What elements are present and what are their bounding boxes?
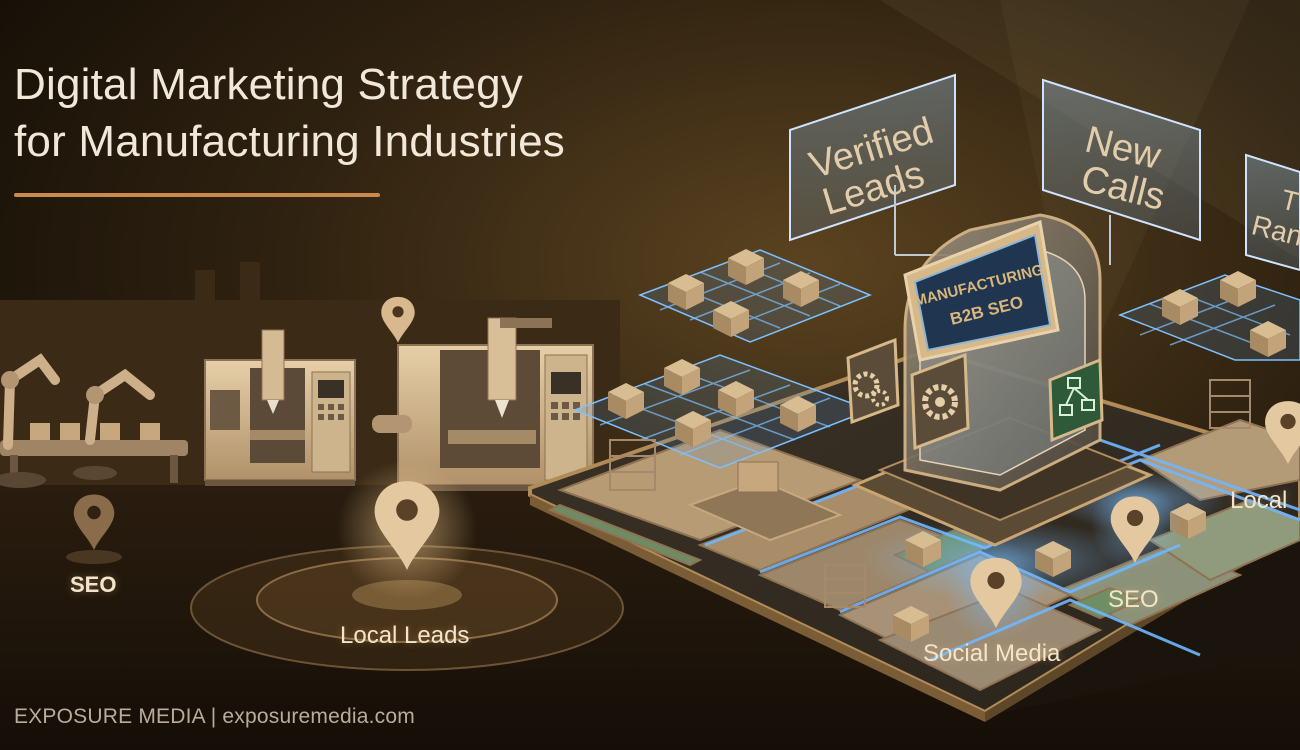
location-pin-icon: [1110, 496, 1160, 563]
location-pin-icon: [970, 557, 1022, 628]
location-pin-icon: [73, 494, 115, 550]
page-title-line2: for Manufacturing Industries: [14, 117, 565, 166]
gear-cycle-icon: [910, 352, 970, 451]
cnc-machine-right: [372, 317, 594, 491]
panel-verified-leads: [789, 73, 956, 256]
gears-icon: [846, 337, 900, 425]
location-pin-icon: [374, 481, 440, 570]
title-underline: [14, 193, 380, 197]
location-pin-icon: [1265, 401, 1300, 465]
footer-credit: EXPOSURE MEDIA | exposuremedia.com: [14, 705, 415, 728]
panel-new-calls: [1042, 78, 1201, 265]
robotic-arms: [0, 353, 188, 488]
network-nodes-icon: [1048, 357, 1104, 443]
shelving-units: [609, 379, 1251, 608]
page-title-line1: Digital Marketing Strategy: [14, 60, 523, 109]
panel-rankings: [1245, 153, 1300, 272]
label-seo-right: SEO: [1108, 586, 1159, 613]
cnc-machine-left: [204, 329, 356, 486]
label-local-leads: Local Leads: [340, 622, 470, 649]
pin-shadow: [66, 550, 122, 564]
page-title: Digital Marketing Strategy for Manufactu…: [14, 56, 565, 170]
label-local-right: Local: [1230, 487, 1288, 514]
conveyor-miniature: [687, 461, 843, 542]
label-seo-left: SEO: [70, 572, 117, 597]
panel-third-line1: T: [1278, 184, 1300, 218]
label-social-media: Social Media: [923, 640, 1061, 667]
